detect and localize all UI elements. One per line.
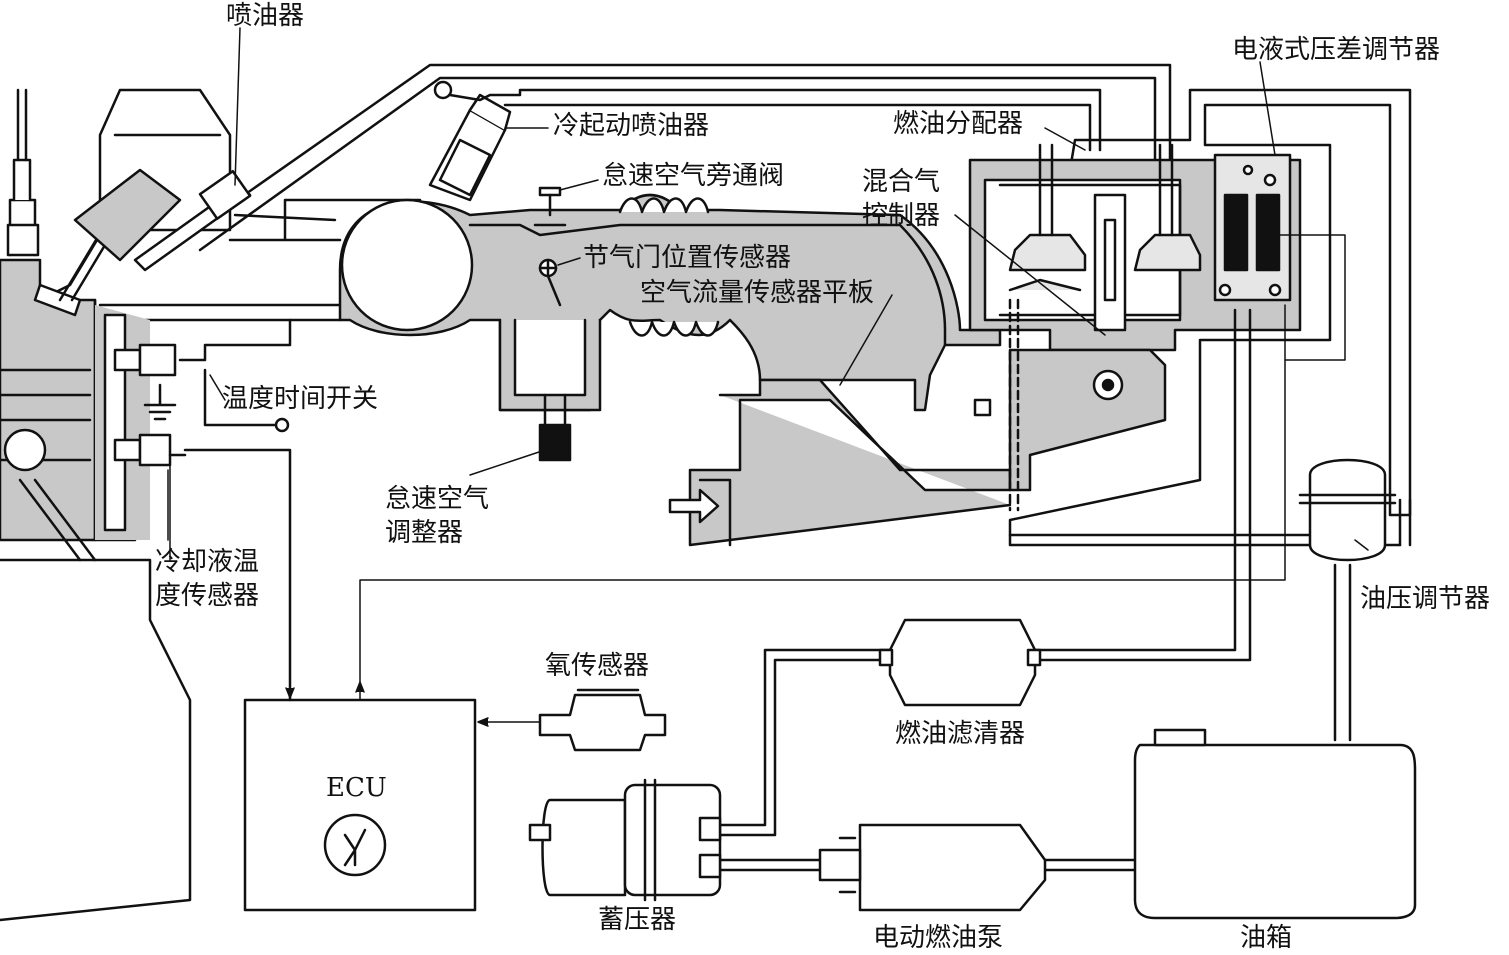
fuel-tank <box>1133 728 1417 920</box>
label-throttle-position-sensor: 节气门位置传感器 <box>583 243 792 273</box>
label-oxygen-sensor: 氧传感器 <box>545 651 650 681</box>
cold-start-injector <box>428 80 1102 202</box>
label-fuel-filter: 燃油滤清器 <box>895 719 1026 749</box>
label-ecu: ECU <box>326 773 387 803</box>
label-fuel-distributor: 燃油分配器 <box>893 109 1024 139</box>
label-mixture-controller: 混合气 控制器 <box>862 167 941 231</box>
sensors-left <box>113 318 292 702</box>
label-idle-bypass-valve: 怠速空气旁通阀 <box>602 161 785 191</box>
label-ehv-regulator: 电液式压差调节器 <box>1232 35 1441 65</box>
pressure-regulator <box>1298 458 1397 562</box>
accumulator <box>528 778 722 902</box>
label-pressure-regulator: 油压调节器 <box>1360 584 1491 614</box>
label-cold-start-injector: 冷起动喷油器 <box>553 111 710 141</box>
ground-symbol-icon <box>143 383 177 421</box>
label-injector: 喷油器 <box>226 1 305 31</box>
fuel-filter <box>878 618 1042 707</box>
fuel-distributor-block <box>968 88 1412 547</box>
ecu-lambda-symbol-icon <box>343 828 367 867</box>
electric-fuel-pump <box>818 823 1047 912</box>
signal-wires <box>167 27 1369 727</box>
injector <box>133 169 252 272</box>
label-thermo-time-switch: 温度时间开关 <box>222 384 379 414</box>
label-airflow-sensor-plate: 空气流量传感器平板 <box>640 278 875 308</box>
air-inlet-arrow-icon <box>668 488 720 524</box>
label-accumulator: 蓄压器 <box>598 905 677 935</box>
label-electric-fuel-pump: 电动燃油泵 <box>873 923 1004 953</box>
ecu-box <box>243 698 477 912</box>
label-idle-air-adjuster: 怠速空气 调整器 <box>385 484 490 548</box>
oxygen-sensor <box>538 688 667 752</box>
engine-block <box>0 88 232 922</box>
label-coolant-temp-sensor: 冷却液温 度传感器 <box>155 547 260 611</box>
fuel-lines <box>718 308 1412 872</box>
label-fuel-tank: 油箱 <box>1240 923 1293 953</box>
